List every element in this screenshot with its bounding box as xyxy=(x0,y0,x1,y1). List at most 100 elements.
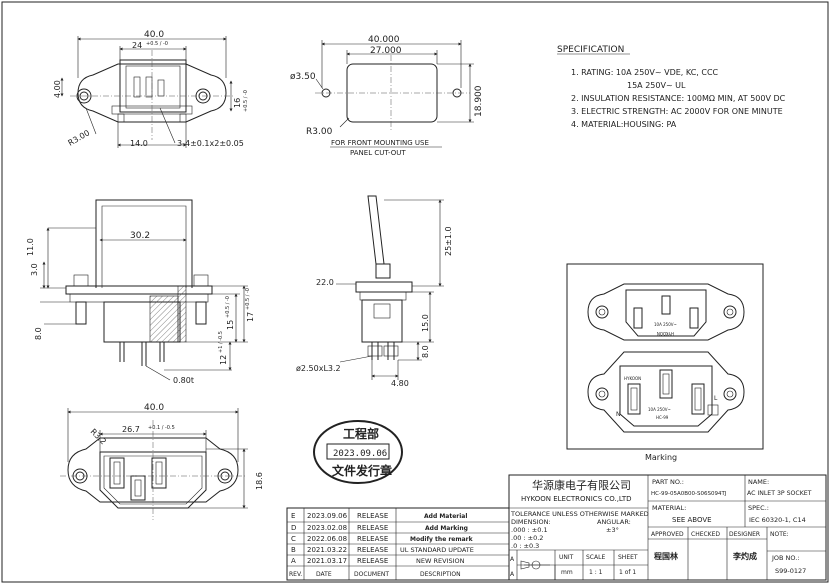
dim-side-r1-tol: +0.5 / -0 xyxy=(225,296,231,318)
dim-right-top: 25±1.0 xyxy=(444,226,453,256)
release-stamp xyxy=(313,420,403,484)
material-value: SEE ABOVE xyxy=(672,516,712,524)
dim-side-h3: 8.0 xyxy=(34,327,43,340)
spec-line-2: 15A 250V~ UL xyxy=(627,81,686,90)
marking-bottom-model: HC-99 xyxy=(656,415,669,420)
rev-header: DOCUMENT xyxy=(354,571,389,578)
rev-cell: RELEASE xyxy=(357,524,388,532)
dim-right-width: 22.0 xyxy=(316,278,334,287)
cut-note-1: FOR FRONT MOUNTING USE xyxy=(331,139,429,147)
rev-cell: Modify the remark xyxy=(410,536,474,543)
dim-top-inner-tol: +0.5 / -0 xyxy=(146,41,168,47)
designer-label: DESIGNER xyxy=(729,531,760,538)
dim-bot-inner-tol: +0.1 / -0.5 xyxy=(148,425,175,431)
specification: SPECIFICATION 1. RATING: 10A 250V~ VDE, … xyxy=(557,45,786,129)
side-section-view xyxy=(40,199,248,381)
right-side-view xyxy=(336,195,444,380)
spec-label: SPEC.: xyxy=(748,504,769,512)
part-no-value: HC-99-05A0B00-S06S094TJ xyxy=(651,491,727,497)
marking-n: N xyxy=(616,411,621,418)
rev-cell: C xyxy=(291,535,296,543)
first-angle-label: A xyxy=(510,556,515,563)
company-en: HYKOON ELECTRONICS CO.,LTD xyxy=(521,495,632,503)
revision-table xyxy=(286,507,510,581)
dim-top-left-height: 4.00 xyxy=(53,80,62,98)
dim-cut-radius: R3.00 xyxy=(306,127,333,137)
rev-cell: 2023.02.08 xyxy=(307,524,347,532)
checked-label: CHECKED xyxy=(691,531,720,538)
dim-cut-hole: ø3.50 xyxy=(290,72,316,82)
spec-line-4: 3. ELECTRIC STRENGTH: AC 2000V FOR ONE M… xyxy=(571,107,783,116)
tolerance-row-1: .000 : ±0.1 xyxy=(511,526,548,534)
rev-cell: RELEASE xyxy=(357,535,388,543)
rev-header: REV. xyxy=(289,571,302,578)
panel-cutout xyxy=(315,40,474,148)
dim-side-h1: 11.0 xyxy=(26,238,35,256)
dim-side-r3: 12 xyxy=(219,355,228,365)
part-no-label: PART NO.: xyxy=(652,478,684,486)
title-block xyxy=(508,474,827,581)
rev-cell: 2023.09.06 xyxy=(307,512,348,520)
rev-cell: RELEASE xyxy=(357,557,388,565)
rev-cell: UL STANDARD UPDATE xyxy=(400,546,474,554)
material-label: MATERIAL: xyxy=(652,504,686,512)
dim-side-r2-tol: +0.5 / -0 xyxy=(245,288,251,310)
dim-bot-width: 40.0 xyxy=(144,403,164,413)
dim-cut-width1: 40.000 xyxy=(368,35,400,45)
front-view xyxy=(60,408,248,520)
tolerance-head: TOLERANCE UNLESS OTHERWISE MARKED xyxy=(510,510,649,518)
rev-cell: E xyxy=(291,512,295,520)
approved-label: APPROVED xyxy=(651,531,684,538)
rev-cell: A xyxy=(291,557,296,565)
tolerance-angular: ANGULAR: xyxy=(597,518,631,526)
dim-right-bottom: 4.80 xyxy=(391,379,409,388)
designer-name: 李灼成 xyxy=(732,551,757,561)
top-view xyxy=(60,36,235,148)
rev-cell: NEW REVISION xyxy=(416,557,465,565)
tolerance-row-3: .0 : ±0.3 xyxy=(511,542,539,550)
dim-right-height: 15.0 xyxy=(421,314,430,332)
spec-line-3: 2. INSULATION RESISTANCE: 100MΩ MIN, AT … xyxy=(571,94,786,103)
dim-right-height2: 8.0 xyxy=(421,345,430,358)
dim-top-right-tol: +0.5 / -0 xyxy=(243,90,249,112)
rev-cell: 2021.03.22 xyxy=(307,546,347,554)
dim-side-r2: 17 xyxy=(246,312,255,322)
stamp-date: 2023.09.06 xyxy=(333,449,387,459)
job-value: S99-0127 xyxy=(775,567,806,575)
note-label: NOTE: xyxy=(770,531,789,538)
spec-line-1: 1. RATING: 10A 250V~ VDE, KC, CCC xyxy=(571,68,719,77)
rev-cell: D xyxy=(291,524,296,532)
revision-rows: E 2023.09.06 RELEASE Add Material D 2023… xyxy=(289,512,474,578)
marking-bottom-brand: HYKOON xyxy=(624,376,641,381)
name-value: AC INLET 3P SOCKET xyxy=(747,490,812,497)
stamp-bottom: 文件发行章 xyxy=(332,463,392,478)
dim-side-h2: 3.0 xyxy=(30,263,39,276)
first-angle-label-2: A xyxy=(510,571,515,578)
marking-bottom-rating: 10A 250V~ xyxy=(648,407,671,412)
dim-top-width: 40.0 xyxy=(144,30,164,40)
dim-bot-radius: R3.2 xyxy=(89,427,108,446)
spec-line-5: 4. MATERIAL:HOUSING: PA xyxy=(571,120,677,129)
spec-title: SPECIFICATION xyxy=(557,45,624,55)
scale-value: 1 : 1 xyxy=(589,569,603,576)
cut-note-2: PANEL CUT-OUT xyxy=(350,149,406,157)
name-label: NAME: xyxy=(748,478,769,486)
marking-box xyxy=(566,263,764,450)
dim-side-width: 30.2 xyxy=(130,231,150,241)
approved-name: 程国林 xyxy=(654,551,678,561)
rev-cell: 2022.06.08 xyxy=(307,535,347,543)
dim-cut-width2: 27.000 xyxy=(370,46,402,56)
dim-top-inner: 24 xyxy=(132,41,142,50)
unit-label: UNIT xyxy=(559,554,574,561)
rev-cell: Add Marking xyxy=(425,525,468,532)
rev-cell: RELEASE xyxy=(357,512,388,520)
rev-cell: RELEASE xyxy=(357,546,388,554)
dim-top-screw: 3-4±0.1x2±0.05 xyxy=(177,139,244,148)
sheet-value: 1 of 1 xyxy=(619,569,636,576)
dim-top-radius: R3.00 xyxy=(67,128,92,147)
dim-cut-height: 18.900 xyxy=(474,85,484,117)
dim-bot-height: 18.6 xyxy=(255,472,264,490)
dim-side-t: 0.80t xyxy=(173,376,194,385)
stamp-top: 工程部 xyxy=(343,426,379,441)
marking-l: L xyxy=(714,395,718,402)
